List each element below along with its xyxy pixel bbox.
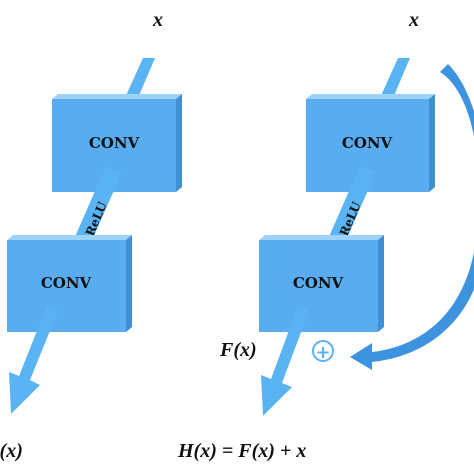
right-conv2-block: CONV xyxy=(259,235,384,332)
right-conv1-label: CONV xyxy=(342,134,393,152)
left-conv1-side xyxy=(176,94,182,192)
right-conv2-label: CONV xyxy=(293,274,344,292)
left-input-label: x xyxy=(152,9,163,31)
circled-plus-icon: + xyxy=(312,340,334,363)
right-input-label: x xyxy=(408,9,419,31)
left-output-arrow xyxy=(9,306,58,414)
right-output-arrow xyxy=(261,306,309,416)
right-input-arrow xyxy=(379,58,410,105)
left-conv2-block: CONV xyxy=(7,235,132,332)
right-output-label: H(x) = F(x) + x xyxy=(177,440,306,462)
left-conv2-label: CONV xyxy=(41,274,92,292)
right-conv2-top xyxy=(259,235,384,240)
right-conv2-side xyxy=(378,235,384,332)
left-conv1-label: CONV xyxy=(89,134,140,152)
left-conv2-side xyxy=(126,235,132,332)
left-output-label: H(x) xyxy=(0,440,23,462)
right-relu-connector xyxy=(328,166,376,245)
left-conv1-top xyxy=(52,94,182,99)
right-conv2-front xyxy=(259,240,378,332)
left-conv2-top xyxy=(7,235,132,240)
right-conv1-side xyxy=(429,94,435,192)
right-conv1-top xyxy=(306,94,435,99)
skip-connection-arrow xyxy=(350,64,474,370)
residual-label: F(x) xyxy=(219,339,257,361)
right-network: CONV ReLU CONV + x F(x) H(x) = F(x) + x xyxy=(177,9,474,462)
left-input-arrow xyxy=(124,58,155,105)
left-network: CONV ReLU CONV x H(x) xyxy=(0,9,182,462)
left-relu-connector xyxy=(74,166,122,245)
left-conv2-front xyxy=(7,240,126,332)
plus-symbol: + xyxy=(315,342,330,363)
